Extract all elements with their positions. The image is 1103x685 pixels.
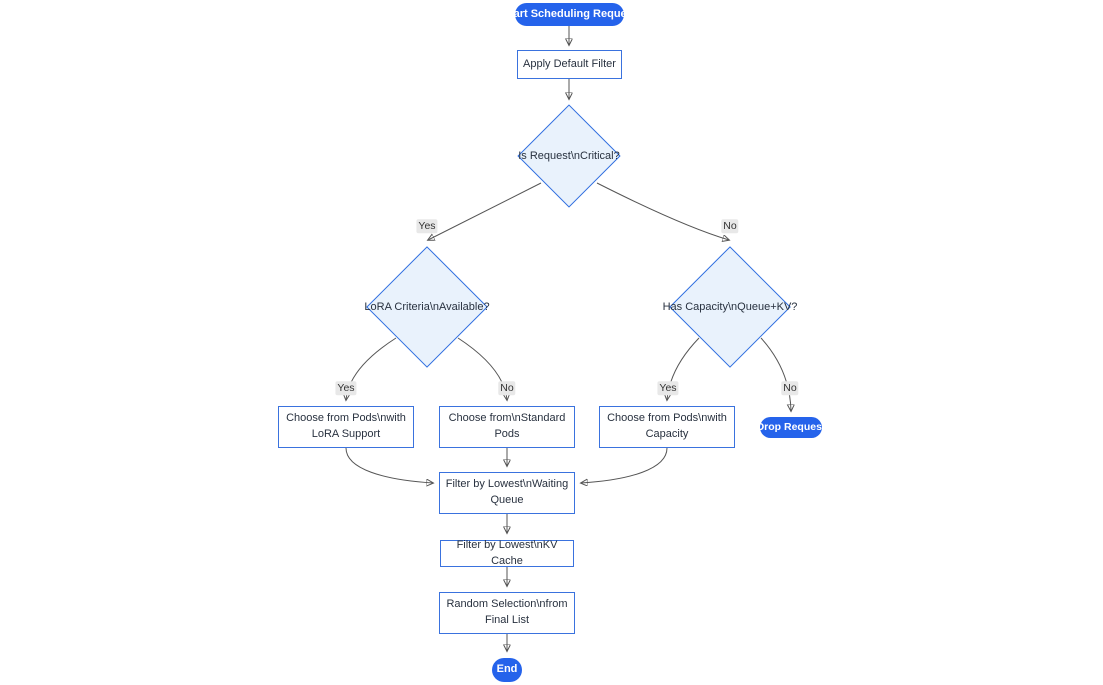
node-end: End xyxy=(492,658,522,682)
edge-critical-yes xyxy=(428,182,542,240)
edge-label-capacity-yes: Yes xyxy=(657,381,679,395)
node-random-selection-final-list: Random Selection\nfrom Final List xyxy=(439,592,575,634)
edge-label-critical-no: No xyxy=(721,219,739,233)
diamond-label: LoRA Criteria\nAvailable? xyxy=(364,301,490,313)
edge-capacity-no xyxy=(760,337,791,411)
edge-label-critical-yes: Yes xyxy=(416,219,438,233)
node-choose-pods-capacity: Choose from Pods\nwith Capacity xyxy=(599,406,735,448)
node-is-request-critical: Is Request\nCritical? xyxy=(517,104,621,208)
edge-capacitypods-to-filterqueue xyxy=(581,447,668,483)
edge-critical-no xyxy=(596,182,729,240)
edge-lorapods-to-filterqueue xyxy=(345,447,433,483)
node-start-scheduling-request: Start Scheduling Request xyxy=(503,3,636,26)
node-filter-lowest-kv-cache: Filter by Lowest\nKV Cache xyxy=(440,539,574,567)
node-filter-lowest-waiting-queue: Filter by Lowest\nWaiting Queue xyxy=(439,472,575,514)
node-apply-default-filter: Apply Default Filter xyxy=(517,50,622,79)
diamond-label: Has Capacity\nQueue+KV? xyxy=(662,301,798,313)
node-choose-pods-lora-support: Choose from Pods\nwith LoRA Support xyxy=(278,406,414,448)
node-drop-request: Drop Request xyxy=(757,417,825,438)
node-choose-standard-pods: Choose from\nStandard Pods xyxy=(439,406,575,448)
diamond-label: Is Request\nCritical? xyxy=(518,150,620,162)
edge-label-capacity-no: No xyxy=(781,381,799,395)
node-has-capacity-queue-kv: Has Capacity\nQueue+KV? xyxy=(662,246,798,368)
edge-label-lora-yes: Yes xyxy=(335,381,357,395)
node-lora-criteria-available: LoRA Criteria\nAvailable? xyxy=(364,246,490,368)
edge-label-lora-no: No xyxy=(498,381,516,395)
